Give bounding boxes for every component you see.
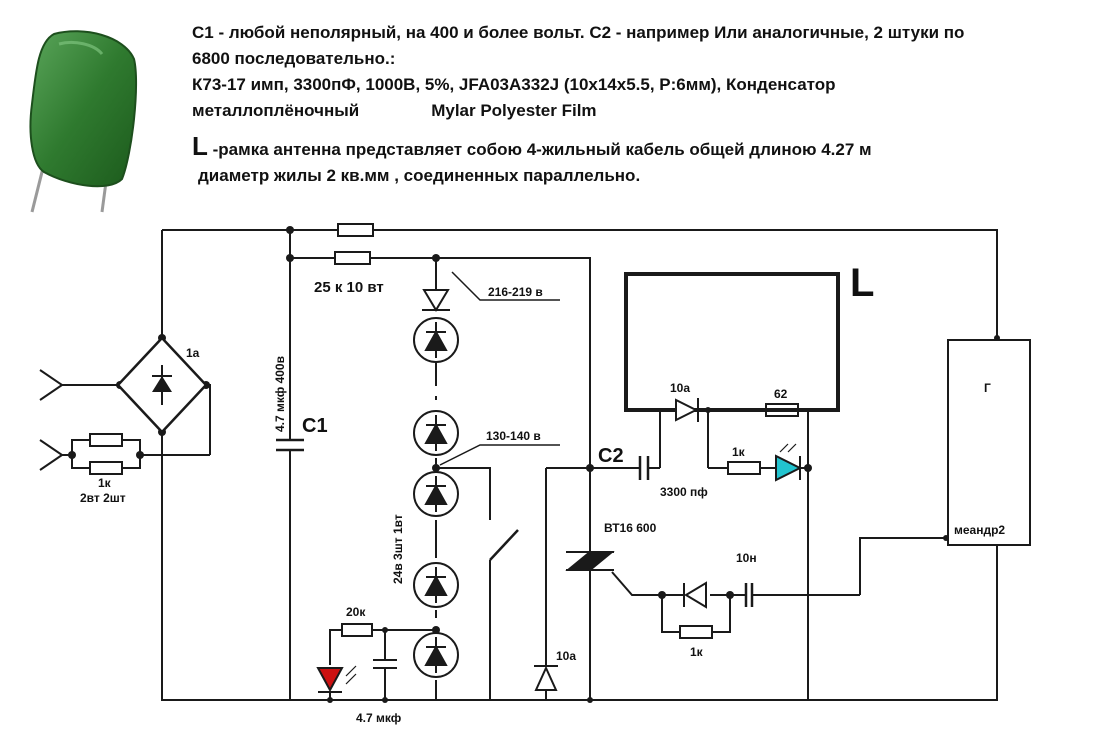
- loop-resistor-label: 62: [774, 387, 788, 401]
- description-line-6: диаметр жилы 2 кв.мм , соединенных парал…: [198, 166, 641, 185]
- main-resistor-label: 25 к 10 вт: [314, 279, 384, 296]
- diode-loop-10a: [675, 398, 699, 422]
- input-resistor-power-label: 2вт 2шт: [80, 491, 126, 505]
- gate-resistor-label: 1к: [690, 645, 704, 659]
- description-line-4a: металлоплёночный: [192, 101, 360, 120]
- zener-diode-5: [413, 562, 459, 608]
- voltage-top-label: 216-219 в: [488, 285, 543, 299]
- led-resistor-20k: [341, 623, 373, 637]
- led-cyan: [775, 443, 803, 482]
- diode-bottom-10a: [534, 665, 558, 691]
- description-line-3: К73-17 имп, 3300пФ, 1000В, 5%, JFA03A332…: [192, 75, 836, 94]
- description-line-2: 6800 последовательно.:: [192, 49, 396, 68]
- voltage-mid-label: 130-140 в: [486, 429, 541, 443]
- description-line-4b: Mylar Polyester Film: [431, 101, 597, 120]
- triac-label: ВТ16 600: [604, 521, 657, 535]
- generator-block: [947, 339, 1031, 546]
- bridge-label: 1a: [186, 346, 200, 360]
- led2-resistor-label: 1к: [732, 445, 746, 459]
- loop-diode-label: 10a: [670, 381, 690, 395]
- description-text: C1 - любой неполярный, на 400 и более во…: [192, 20, 1112, 189]
- description-line-4: металлоплёночный Mylar Polyester Film: [192, 98, 1112, 124]
- input-resistor-label: 1к: [98, 476, 112, 490]
- led2-resistor-1k: [727, 461, 761, 475]
- loop-name-label: L: [850, 261, 874, 305]
- description-line-1: C1 - любой неполярный, на 400 и более во…: [192, 23, 965, 42]
- c1-value-label: 4.7 мкф 400в: [273, 356, 287, 432]
- diode-gate: [683, 581, 707, 609]
- generator-output-label: меандр2: [954, 523, 1005, 537]
- capacitor-led: [373, 659, 397, 669]
- capacitor-c2: [638, 456, 650, 480]
- c2-name-label: C2: [598, 445, 624, 467]
- main-resistor-25k: [334, 251, 371, 265]
- zener-diode-6: [413, 632, 459, 678]
- zener-string: [413, 289, 459, 678]
- led-resistor-label: 20к: [346, 605, 366, 619]
- zener-diode-3: [413, 410, 459, 456]
- input-resistor-2: [89, 461, 123, 475]
- loop-antenna: [624, 272, 840, 412]
- film-capacitor-image: [29, 30, 138, 213]
- c1-name-label: C1: [302, 415, 328, 437]
- gate-cap-label: 10н: [736, 551, 757, 565]
- input-resistor-1: [89, 433, 123, 447]
- led-red: [316, 665, 357, 693]
- generator-name-label: Г: [984, 381, 991, 395]
- led-cap-label: 4.7 мкф: [356, 711, 402, 725]
- capacitor-10n: [744, 583, 754, 607]
- zener-diode-2: [413, 317, 459, 363]
- triac-bt16: [565, 549, 615, 573]
- description-line-5-text: -рамка антенна представляет собою 4-жиль…: [212, 140, 872, 159]
- bottom-diode-label: 10a: [556, 649, 576, 663]
- switch-contact: [489, 529, 519, 561]
- c2-value-label: 3300 пф: [660, 485, 708, 499]
- loop-symbol: L: [192, 131, 208, 161]
- zener-diode-1: [422, 289, 450, 312]
- description-line-5: L -рамка антенна представляет собою 4-жи…: [192, 133, 1112, 163]
- top-resistor: [337, 223, 374, 237]
- zener-diode-4: [413, 471, 459, 517]
- capacitor-c1: [276, 438, 304, 452]
- gate-resistor-1k: [679, 625, 713, 639]
- zener-label: 24в 3шт 1вт: [391, 514, 405, 584]
- diode-bridge-symbol: [116, 336, 208, 434]
